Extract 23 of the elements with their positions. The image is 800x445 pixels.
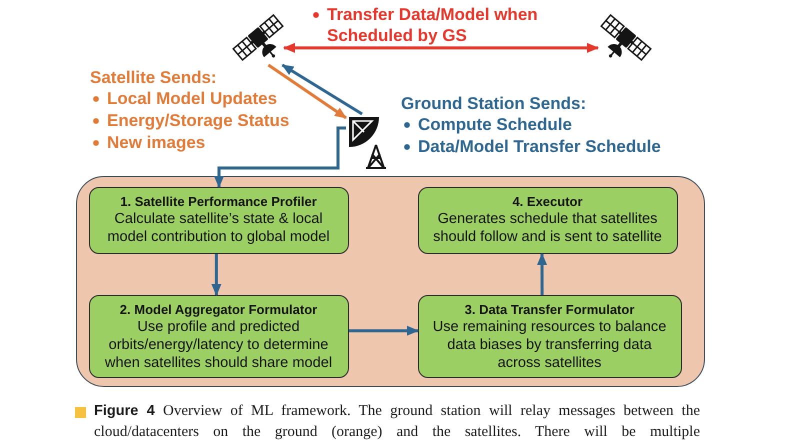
arrow [537,253,548,295]
step-title: 4. Executor [511,192,584,210]
figure-caption: Figure 4 Overview of ML framework. The ground station will relay messages between the cloud/datacenters on the ground (orange) and the satellites. There will be multiple [94,402,700,442]
step-description: Generates schedule that satellites should follow and is sent to satellite [432,210,663,246]
list-heading: Ground Station Sends: [401,93,586,114]
arrow [214,126,346,188]
step-description: Use profile and predicted orbits/energy/latency to determine when satellites should share model [104,318,334,372]
process-box [88,294,348,378]
step-title: 2. Model Aggregator Formulator [118,300,318,318]
arrow [349,326,419,336]
process-box [418,186,678,254]
arrow [211,254,222,296]
process-box [88,186,348,254]
step-description: Calculate satellite’s state & local model contribution to global model [106,210,331,246]
arrow [268,64,347,120]
step-title: 1. Satellite Performance Profiler [119,192,318,210]
step-title: 3. Data Transfer Formulator [464,300,636,318]
process-box [418,294,682,378]
double-arrow [283,42,599,53]
step-description: Use remaining resources to balance data biases by transferring data across satellites [432,318,668,372]
arrow [282,64,363,116]
list-heading: Satellite Sends: [90,67,217,88]
process-panel [76,176,705,387]
